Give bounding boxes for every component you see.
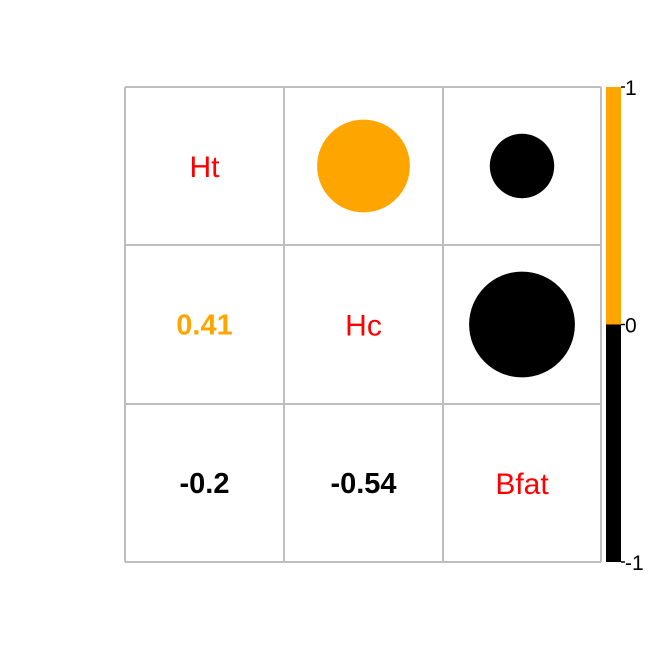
correlation-circle	[469, 271, 575, 378]
colorbar: 1 0 -1	[606, 77, 644, 575]
cells-layer: Ht 0.41 Hc -0.2 -0.54 Bfat	[176, 119, 575, 501]
colorbar-tick-label: 0	[625, 315, 637, 338]
colorbar-negative	[606, 324, 621, 562]
variable-label: Ht	[190, 151, 221, 184]
colorbar-tick-label: 1	[625, 77, 637, 100]
variable-label: Hc	[345, 310, 382, 343]
coefficient-label: -0.54	[330, 468, 396, 500]
variable-label: Bfat	[495, 468, 549, 501]
coefficient-label: 0.41	[176, 310, 232, 342]
correlation-circle	[317, 119, 410, 213]
colorbar-tick-label: -1	[625, 552, 644, 575]
grid-layer	[124, 86, 602, 563]
colorbar-positive	[606, 87, 621, 325]
coefficient-label: -0.2	[180, 468, 230, 500]
correlation-circle	[489, 133, 555, 199]
